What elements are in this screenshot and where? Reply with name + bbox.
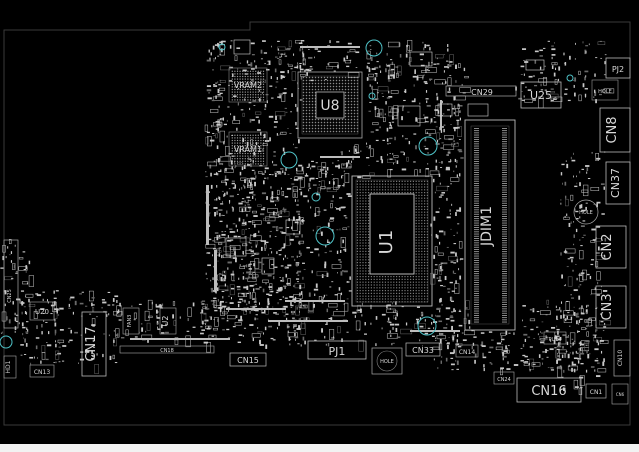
connector-cn8: CN8 bbox=[599, 107, 631, 153]
connector-cn6: CN6 bbox=[611, 383, 629, 405]
board-outline bbox=[3, 21, 631, 426]
gpu-u8: U8 bbox=[297, 71, 363, 139]
pj2-label: PJ2 bbox=[612, 65, 624, 74]
cn15-label: CN15 bbox=[237, 356, 259, 365]
cn17-label: CN17 bbox=[84, 326, 99, 361]
connector-cn18: CN18 bbox=[119, 345, 215, 354]
connector-cn24: CN24 bbox=[493, 371, 515, 385]
bottom-strip bbox=[0, 444, 639, 452]
cpu-u1: U1 bbox=[351, 175, 433, 307]
cn2-label: CN2 bbox=[600, 233, 615, 260]
jdim1-label: JDIM1 bbox=[479, 206, 495, 247]
cn13-label: CN13 bbox=[34, 369, 50, 376]
cn18-label: CN18 bbox=[160, 348, 174, 354]
ic-u2: U2 bbox=[159, 307, 177, 335]
mount-hole-right: HOLE bbox=[573, 199, 599, 225]
pj1-label: PJ1 bbox=[329, 345, 346, 358]
cn25-label: CN25 bbox=[7, 289, 13, 303]
fan3-label: FAN3 bbox=[127, 315, 133, 328]
dimm-pins bbox=[474, 128, 507, 323]
hd1-label: HD1 bbox=[5, 360, 12, 373]
connector-cn16: CN16 bbox=[516, 377, 582, 403]
fan-connector-fan3: FAN3 bbox=[122, 307, 140, 335]
power-jack-pj1: PJ1 bbox=[307, 340, 367, 360]
vram2-label: VRAM2 bbox=[234, 81, 262, 90]
vram2-chip: VRAM2 bbox=[228, 67, 268, 103]
u25-label: U25 bbox=[530, 89, 552, 102]
vram1-label: VRAM1 bbox=[234, 145, 262, 154]
connector-cn2: CN2 bbox=[595, 225, 627, 269]
hole-tr-label: HOLE bbox=[598, 89, 612, 95]
ic-pu14: PU14 bbox=[543, 331, 567, 345]
connector-cn1: CN1 bbox=[585, 383, 607, 399]
cn37-label: CN37 bbox=[609, 168, 622, 198]
cn33-label: CN33 bbox=[412, 346, 434, 355]
connector-cn3: CN3 bbox=[595, 285, 627, 329]
connector-cn29: CN29 bbox=[445, 85, 517, 97]
connector-cn17: CN17 bbox=[81, 311, 107, 377]
mount-hole-top-right: HOLE bbox=[591, 79, 619, 101]
cn8-label: CN8 bbox=[605, 116, 620, 143]
vram1-chip: VRAM1 bbox=[228, 131, 268, 167]
bga-pads bbox=[231, 70, 265, 101]
cn14-label: CN14 bbox=[459, 349, 475, 356]
cn16-label: CN16 bbox=[531, 384, 566, 399]
connector-cn33: CN33 bbox=[405, 342, 441, 357]
small-components-layer bbox=[0, 39, 615, 395]
ic-u25: U25 bbox=[520, 81, 562, 109]
pu14-label: PU14 bbox=[548, 337, 561, 343]
connector-cn10: CN10 bbox=[613, 339, 631, 377]
connector-cn13: CN13 bbox=[29, 364, 55, 378]
test-point-rings bbox=[0, 39, 574, 349]
header-hd1: HD1 bbox=[3, 355, 17, 379]
cn3-label: CN3 bbox=[600, 293, 615, 320]
ram-slot-jdim1: JDIM1 bbox=[464, 119, 516, 331]
cn1-label: CN1 bbox=[590, 389, 603, 396]
u20-label: U20 bbox=[35, 308, 49, 316]
connector-cn25: CN25 bbox=[3, 239, 19, 329]
ic-u20: U20 bbox=[29, 301, 55, 321]
cn6-label: CN6 bbox=[616, 392, 625, 397]
cn24-label: CN24 bbox=[497, 377, 511, 383]
mount-hole-bottom: HOLE bbox=[371, 347, 403, 375]
power-jack-pj2: PJ2 bbox=[605, 57, 631, 79]
cn29-label: CN29 bbox=[471, 88, 493, 97]
connector-cn37: CN37 bbox=[605, 161, 631, 205]
bga-pads bbox=[302, 76, 359, 133]
u1-label: U1 bbox=[376, 230, 397, 255]
u8-label: U8 bbox=[320, 98, 339, 114]
u2-label: U2 bbox=[161, 316, 170, 327]
connector-cn14: CN14 bbox=[455, 344, 479, 358]
connector-cn15: CN15 bbox=[229, 352, 267, 367]
hole-r-label: HOLE bbox=[579, 210, 593, 216]
hole-b-label: HOLE bbox=[380, 359, 394, 365]
cn10-label: CN10 bbox=[617, 350, 624, 366]
